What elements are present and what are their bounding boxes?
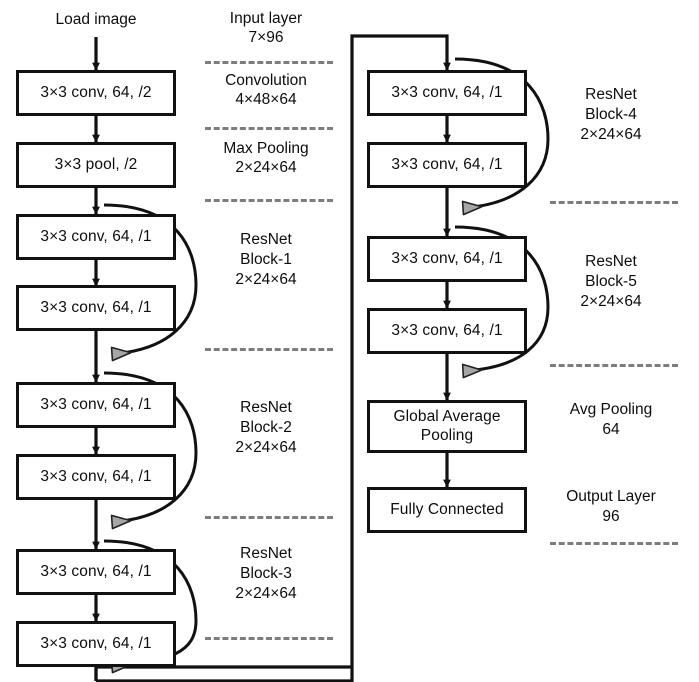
- node-fully-connected[interactable]: Fully Connected: [367, 487, 527, 533]
- divider-after-input-layer: [205, 61, 333, 64]
- node-block5-conv1[interactable]: 3×3 conv, 64, /1: [367, 236, 527, 282]
- annotation-resnet-block-2-shape: 2×24×64: [235, 439, 297, 456]
- annotation-resnet-block-5-name: ResNet Block-5: [585, 253, 637, 291]
- annotation-input-layer-name: Input layer: [229, 10, 303, 27]
- annotation-convolution-shape: 4×48×64: [235, 91, 297, 108]
- node-block1-conv2[interactable]: 3×3 conv, 64, /1: [16, 285, 176, 331]
- annotation-resnet-block-3-shape: 2×24×64: [235, 585, 297, 602]
- node-conv1[interactable]: 3×3 conv, 64, /2: [16, 70, 176, 116]
- annotation-resnet-block-1-shape: 2×24×64: [235, 271, 297, 288]
- annotation-max-pooling-name: Max Pooling: [223, 140, 309, 157]
- node-block3-conv2[interactable]: 3×3 conv, 64, /1: [16, 621, 176, 667]
- annotation-input-layer-shape: 7×96: [248, 29, 284, 46]
- divider-after-output-layer: [550, 542, 678, 545]
- divider-after-resnet-block-1: [205, 348, 333, 351]
- node-block5-conv2[interactable]: 3×3 conv, 64, /1: [367, 308, 527, 354]
- annotation-resnet-block-1-name: ResNet Block-1: [240, 231, 292, 269]
- divider-after-resnet-block-5: [550, 364, 678, 367]
- node-block3-conv1[interactable]: 3×3 conv, 64, /1: [16, 549, 176, 595]
- annotation-max-pooling-shape: 2×24×64: [235, 159, 297, 176]
- node-block2-conv1[interactable]: 3×3 conv, 64, /1: [16, 382, 176, 428]
- annotation-avg-pooling-name: Avg Pooling: [569, 401, 653, 418]
- annotation-output-layer-shape: 96: [602, 508, 620, 525]
- node-pool1[interactable]: 3×3 pool, /2: [16, 142, 176, 188]
- divider-after-resnet-block-2: [205, 516, 333, 519]
- annotation-convolution-name: Convolution: [225, 72, 307, 89]
- annotation-resnet-block-4-name: ResNet Block-4: [585, 86, 637, 124]
- node-block2-conv2[interactable]: 3×3 conv, 64, /1: [16, 454, 176, 500]
- annotation-resnet-block-3-name: ResNet Block-3: [240, 545, 292, 583]
- connector-left-to-right: [94, 665, 352, 681]
- divider-after-resnet-block-3: [205, 637, 333, 640]
- divider-after-max-pooling: [205, 199, 333, 202]
- divider-after-convolution: [205, 127, 333, 130]
- annotation-resnet-block-4-shape: 2×24×64: [580, 126, 642, 143]
- annotation-resnet-block-5-shape: 2×24×64: [580, 293, 642, 310]
- annotation-avg-pooling-shape: 64: [602, 421, 620, 438]
- entry-caption: Load image: [55, 11, 137, 28]
- node-block4-conv1[interactable]: 3×3 conv, 64, /1: [367, 70, 527, 116]
- connector-bottom-wrap: [96, 666, 352, 681]
- node-block1-conv1[interactable]: 3×3 conv, 64, /1: [16, 214, 176, 260]
- divider-after-resnet-block-4: [550, 201, 678, 204]
- annotation-resnet-block-2-name: ResNet Block-2: [240, 399, 292, 437]
- annotation-output-layer-name: Output Layer: [566, 488, 656, 505]
- node-global-average-pooling[interactable]: Global Average Pooling: [367, 400, 527, 453]
- node-block4-conv2[interactable]: 3×3 conv, 64, /1: [367, 142, 527, 188]
